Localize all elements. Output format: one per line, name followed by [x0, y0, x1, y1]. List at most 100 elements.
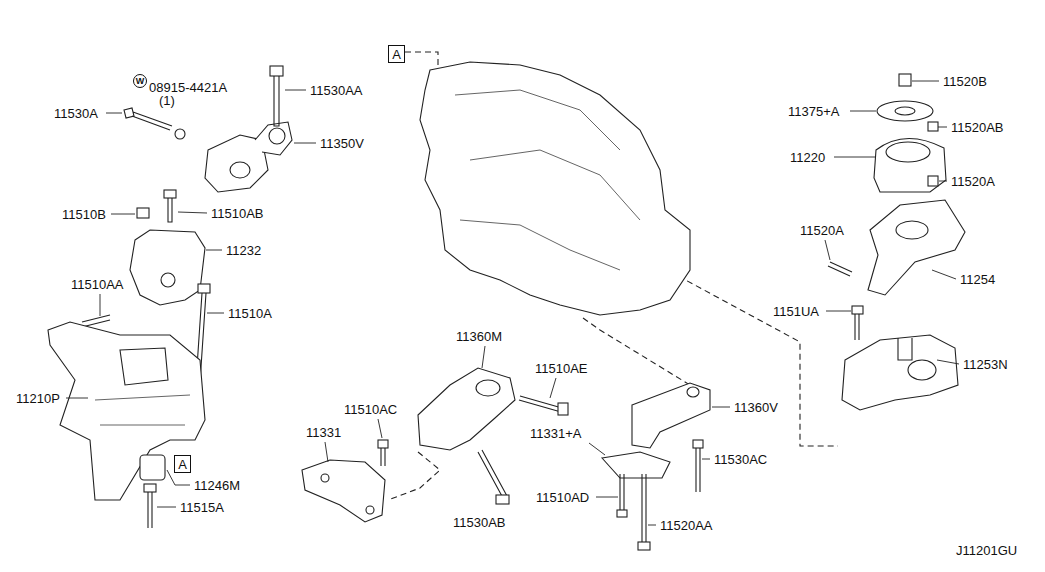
bracket [868, 200, 965, 295]
leader-line [100, 294, 101, 316]
callout-number: 11510A [227, 306, 273, 321]
bolt [164, 190, 176, 198]
nut [899, 74, 911, 86]
bolt [124, 108, 172, 130]
circle-symbol: W [133, 74, 147, 88]
leader-line [178, 212, 207, 213]
engine-mount [120, 348, 168, 385]
bracket [321, 474, 329, 482]
washer [877, 101, 933, 121]
leader-line [937, 360, 959, 364]
reference-letter: W [136, 77, 145, 86]
bracket [366, 506, 374, 514]
leader-line [66, 398, 88, 399]
leader-line [702, 459, 710, 460]
torque-rod [632, 383, 710, 448]
callout-number: 11520AA [659, 518, 714, 533]
callout-number: 11510AE [534, 361, 589, 376]
reference-letter: A [392, 48, 401, 61]
bushing [269, 128, 285, 144]
leader-line [850, 111, 876, 112]
bolt [148, 492, 152, 528]
reference-box: A [388, 45, 405, 63]
leader-line [482, 346, 485, 368]
leader-line [932, 270, 956, 279]
bolt [558, 403, 568, 415]
callout-number: 1151UA [772, 304, 820, 319]
leader-line [912, 81, 939, 82]
bolt [693, 440, 703, 448]
bolt [642, 474, 646, 544]
bolt [617, 510, 627, 517]
leader-line [206, 250, 222, 251]
bolt [274, 76, 279, 126]
bolt [270, 66, 283, 76]
callout-number: 11510B [61, 207, 107, 222]
leader-line [157, 507, 176, 508]
engine-mount [908, 360, 936, 380]
torque-rod [418, 368, 515, 450]
engine-outline [420, 62, 690, 315]
bolt [168, 198, 172, 222]
callout-number: 11220 [789, 150, 826, 165]
callout-number: 11331+A [529, 426, 582, 441]
bolt [519, 396, 562, 412]
plate [602, 452, 670, 478]
leader-line [111, 214, 135, 215]
bolt [198, 284, 210, 293]
leader-line [378, 419, 382, 438]
callout-number: 11520AB [950, 120, 1005, 135]
bolt [638, 542, 650, 550]
leader-line [285, 90, 306, 91]
engine-mount [874, 138, 946, 192]
washer [175, 129, 185, 139]
callout-number: 11530AB [452, 515, 507, 530]
callout-number: 11520A [950, 174, 996, 189]
engine-mount [898, 338, 912, 360]
leader-line [325, 442, 328, 462]
torque-rod [230, 162, 250, 178]
reference-box: A [174, 455, 191, 473]
leader-line [939, 181, 947, 182]
engine-mount [842, 335, 958, 410]
torque-rod [687, 387, 699, 397]
leader-line [589, 443, 605, 455]
mount-stopper [140, 455, 165, 480]
callout-number: 11232 [225, 243, 262, 258]
bracket [161, 273, 175, 287]
reference-dash [405, 52, 438, 70]
callout-number: 11510AC [343, 402, 398, 417]
leader-line [207, 313, 224, 314]
bolt [828, 262, 852, 276]
leader-line [825, 240, 830, 260]
bolt [852, 306, 863, 314]
bolt [478, 450, 507, 498]
callout-number: 11375+A [787, 104, 840, 119]
illustration-group [48, 52, 965, 550]
callout-number: 11510AB [210, 206, 265, 221]
callout-number: 11530AC [713, 452, 768, 467]
torque-rod [476, 380, 500, 396]
bolt [381, 448, 385, 466]
leader-line [294, 143, 316, 144]
bolt [82, 315, 110, 327]
bolt [696, 448, 700, 492]
drawing-code: J11201GU [955, 543, 1018, 558]
bracket [896, 221, 928, 239]
engine-detail [455, 90, 640, 270]
callout-number: 11360V [733, 400, 779, 415]
leader-line [596, 497, 618, 498]
bolt [855, 314, 859, 340]
bolt [144, 484, 156, 492]
bolt [378, 440, 388, 448]
reference-dash [388, 452, 440, 500]
leader-lines [66, 81, 959, 525]
engine-mount [95, 395, 190, 425]
bolt [928, 122, 938, 131]
callout-number: 11350V [319, 136, 365, 151]
leader-line [712, 407, 730, 408]
engine-mount [886, 142, 930, 162]
bracket [130, 230, 205, 305]
leader-line [826, 311, 851, 312]
